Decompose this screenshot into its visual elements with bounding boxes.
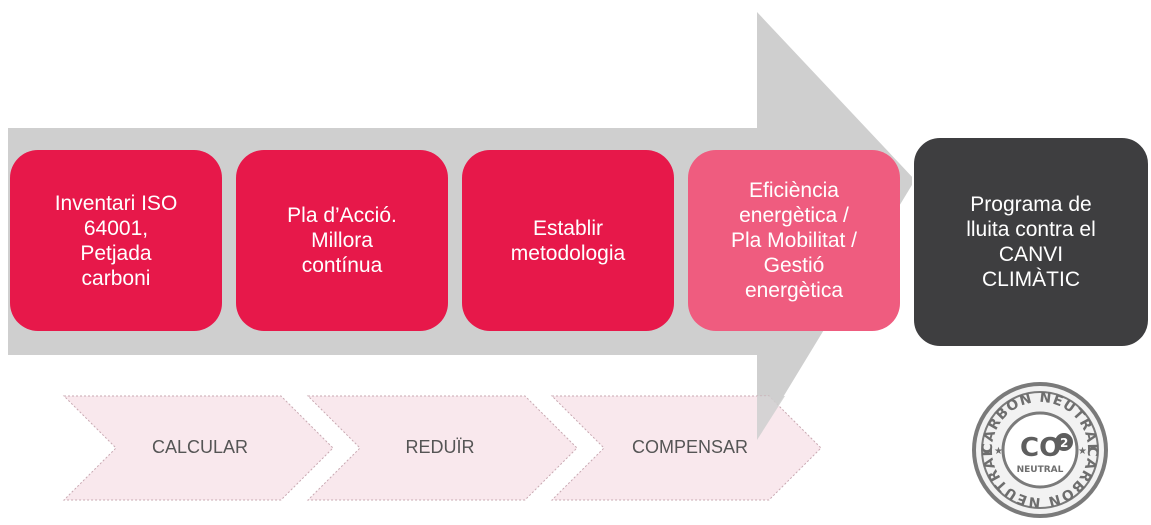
step-pla-accio: Pla d’Acció. Millora contínua — [236, 150, 448, 331]
svg-text:★: ★ — [994, 446, 1003, 457]
step-eficiencia-energetica: Eficiència energètica / Pla Mobilitat / … — [688, 150, 900, 331]
step-establir-metodologia: Establir metodologia — [462, 150, 674, 331]
goal-canvi-climatic: Programa de lluita contra el CANVI CLIMÀ… — [912, 136, 1150, 348]
stamp-co-text: CO — [1020, 433, 1061, 463]
carbon-neutral-stamp-icon: CARBON NEUTRAL CARBON NEUTRAL ★ ★ CO 2 N… — [972, 382, 1108, 518]
phase-label-compensar: COMPENSAR — [631, 437, 748, 457]
phase-chevron-calcular — [62, 395, 334, 501]
svg-text:★: ★ — [1078, 446, 1087, 457]
step-inventari: Inventari ISO 64001, Petjada carboni — [10, 150, 222, 331]
phase-label-calcular: CALCULAR — [151, 437, 249, 457]
stamp-sub-text: 2 — [1060, 436, 1068, 450]
phase-chevron-reduir — [306, 395, 578, 501]
stamp-inner-text: NEUTRAL — [1017, 465, 1064, 475]
phase-label-reduir: REDUÏR — [405, 437, 475, 457]
